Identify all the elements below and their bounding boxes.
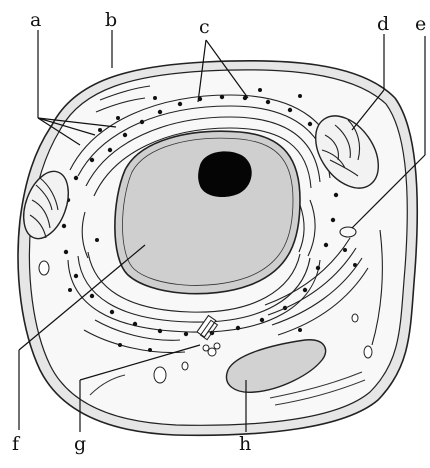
nucleus	[115, 131, 300, 293]
label-d: d	[377, 13, 389, 35]
label-h: h	[239, 433, 251, 455]
label-f: f	[12, 433, 21, 455]
nucleolus	[198, 151, 252, 197]
label-g: g	[74, 433, 86, 455]
label-a: a	[30, 9, 41, 31]
label-e: e	[415, 13, 426, 35]
label-b: b	[105, 9, 117, 31]
label-c: c	[199, 16, 210, 38]
